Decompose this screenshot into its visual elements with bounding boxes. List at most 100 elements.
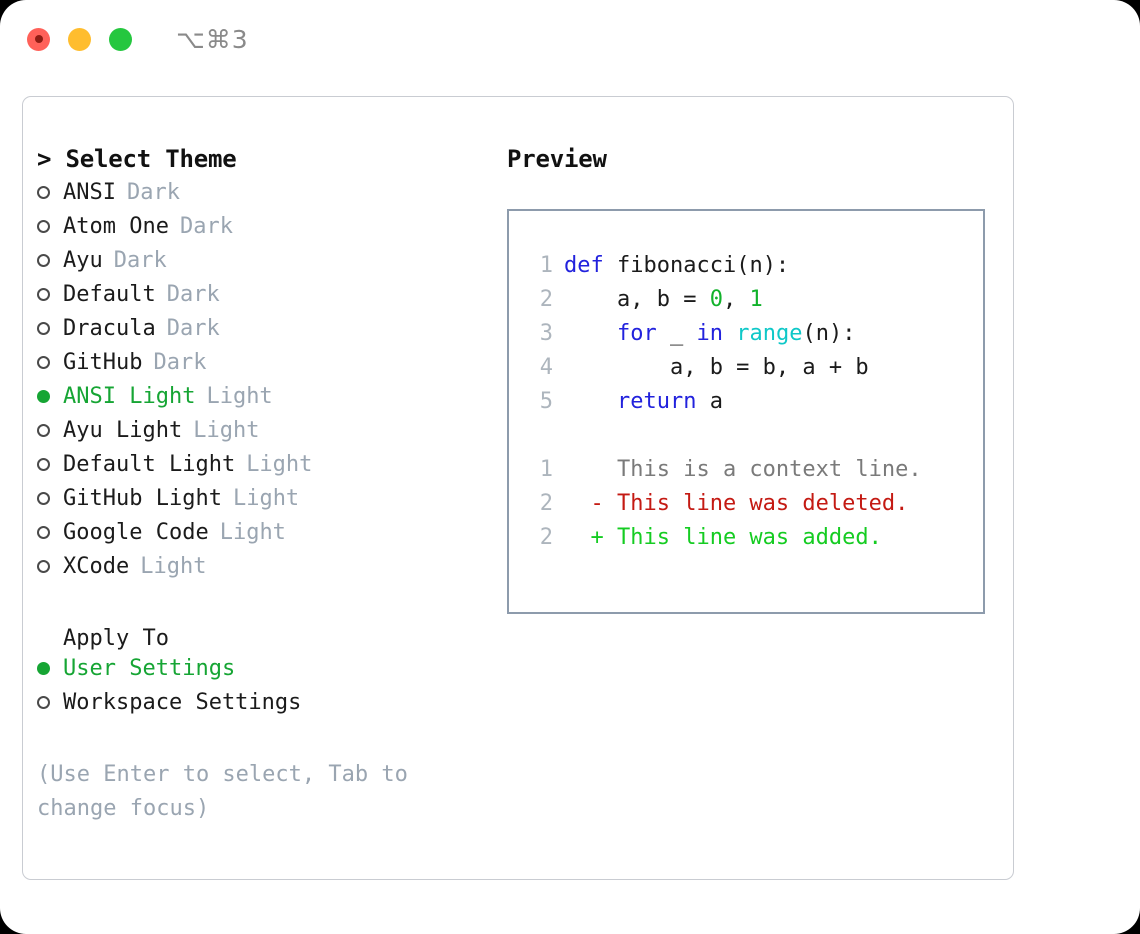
theme-option-variant-label: Dark bbox=[113, 248, 167, 273]
code-token: 1 bbox=[749, 287, 763, 312]
theme-option-variant-label: Light bbox=[219, 520, 286, 545]
radio-unselected-icon[interactable] bbox=[37, 451, 63, 476]
apply-to-option-workspace-settings[interactable]: Workspace Settings bbox=[37, 690, 507, 724]
radio-unselected-icon[interactable] bbox=[37, 281, 63, 306]
theme-option-label: GitHub bbox=[63, 350, 143, 375]
theme-option-default[interactable]: Default Dark bbox=[37, 282, 507, 316]
select-theme-heading: > Select Theme bbox=[37, 145, 237, 173]
line-number: 2 bbox=[539, 525, 553, 550]
theme-option-variant-label: Light bbox=[232, 486, 300, 511]
title-bar: ⌥⌘3 bbox=[0, 0, 1140, 78]
keyboard-hint-text: (Use Enter to select, Tab to change focu… bbox=[37, 762, 408, 821]
line-number: 4 bbox=[539, 355, 553, 380]
code-token bbox=[564, 321, 617, 346]
theme-option-variant-label: Light bbox=[193, 418, 260, 443]
theme-option-label: ANSI Light bbox=[63, 384, 196, 409]
line-number: 3 bbox=[539, 321, 553, 346]
theme-option-label: GitHub Light bbox=[63, 486, 222, 511]
theme-option-label: Atom One bbox=[63, 214, 169, 239]
radio-selected-icon[interactable] bbox=[37, 655, 63, 680]
code-token: range bbox=[736, 321, 803, 346]
line-number: 1 bbox=[539, 457, 553, 482]
code-token: for bbox=[616, 321, 657, 346]
code-token: in bbox=[696, 321, 723, 346]
line-number: 2 bbox=[539, 287, 553, 312]
radio-selected-icon[interactable] bbox=[37, 383, 63, 408]
theme-option-label: Ayu bbox=[63, 248, 103, 273]
theme-option-ayu-light[interactable]: Ayu Light Light bbox=[37, 418, 507, 452]
radio-unselected-icon[interactable] bbox=[37, 689, 63, 714]
theme-option-atom-one[interactable]: Atom One Dark bbox=[37, 214, 507, 248]
theme-option-label: Default Light bbox=[63, 452, 236, 477]
theme-option-ansi[interactable]: ANSI Dark bbox=[37, 180, 507, 214]
code-token: def bbox=[564, 253, 604, 278]
line-number: 5 bbox=[539, 389, 553, 414]
diff-text: + This line was added. bbox=[564, 525, 882, 550]
radio-unselected-icon[interactable] bbox=[37, 247, 63, 272]
theme-option-dracula[interactable]: Dracula Dark bbox=[37, 316, 507, 350]
code-token: fibonacci(n): bbox=[603, 253, 790, 278]
code-token: (n): bbox=[802, 321, 856, 346]
code-token: a, b = b, a + b bbox=[564, 355, 869, 380]
theme-option-label: Dracula bbox=[63, 316, 156, 341]
theme-option-label: Default bbox=[63, 282, 156, 307]
theme-option-default-light[interactable]: Default Light Light bbox=[37, 452, 507, 486]
minimize-window-icon[interactable] bbox=[68, 27, 91, 51]
theme-option-github[interactable]: GitHub Dark bbox=[37, 350, 507, 384]
section-spacer bbox=[37, 588, 507, 622]
theme-option-github-light[interactable]: GitHub Light Light bbox=[37, 486, 507, 520]
theme-option-variant-label: Dark bbox=[179, 214, 233, 239]
radio-unselected-icon[interactable] bbox=[37, 349, 63, 374]
theme-option-variant-label: Light bbox=[246, 452, 313, 477]
code-token bbox=[564, 389, 617, 414]
theme-option-label: Ayu Light bbox=[63, 418, 183, 443]
radio-unselected-icon[interactable] bbox=[37, 315, 63, 340]
radio-unselected-icon[interactable] bbox=[37, 179, 63, 204]
code-line: 3 for _ in range(n): bbox=[527, 317, 983, 351]
close-window-icon[interactable] bbox=[27, 27, 50, 51]
radio-unselected-icon[interactable] bbox=[37, 417, 63, 442]
radio-unselected-icon[interactable] bbox=[37, 553, 63, 578]
traffic-light-controls bbox=[27, 27, 132, 51]
apply-to-heading: Apply To bbox=[63, 626, 169, 651]
radio-unselected-icon[interactable] bbox=[37, 519, 63, 544]
code-token: _ bbox=[656, 321, 697, 346]
code-line: 2 a, b = 0, 1 bbox=[527, 283, 983, 317]
radio-unselected-icon[interactable] bbox=[37, 485, 63, 510]
theme-option-variant-label: Dark bbox=[126, 180, 180, 205]
keyboard-shortcut-label: ⌥⌘3 bbox=[176, 24, 249, 54]
code-token: 0 bbox=[709, 287, 723, 312]
diff-line: 2 - This line was deleted. bbox=[527, 487, 983, 521]
diff-text: - This line was deleted. bbox=[564, 491, 909, 516]
code-token: a, b = bbox=[564, 287, 710, 312]
code-line: 4 a, b = b, a + b bbox=[527, 351, 983, 385]
apply-to-option-label: Workspace Settings bbox=[63, 690, 302, 715]
code-token: , bbox=[722, 287, 750, 312]
theme-option-label: ANSI bbox=[63, 180, 116, 205]
radio-unselected-icon[interactable] bbox=[37, 213, 63, 238]
code-line: 1 def fibonacci(n): bbox=[527, 249, 983, 283]
diff-text: This is a context line. bbox=[564, 457, 922, 482]
theme-option-variant-label: Dark bbox=[166, 316, 220, 341]
code-diff-spacer bbox=[527, 419, 983, 453]
diff-line: 1 This is a context line. bbox=[527, 453, 983, 487]
theme-option-variant-label: Light bbox=[140, 554, 207, 579]
theme-option-variant-label: Dark bbox=[153, 350, 207, 375]
apply-to-option-user-settings[interactable]: User Settings bbox=[37, 656, 507, 690]
theme-option-variant-label: Dark bbox=[166, 282, 220, 307]
theme-option-ayu[interactable]: Ayu Dark bbox=[37, 248, 507, 282]
code-token: a bbox=[696, 389, 723, 414]
line-number: 1 bbox=[539, 253, 553, 278]
zoom-window-icon[interactable] bbox=[109, 27, 132, 51]
